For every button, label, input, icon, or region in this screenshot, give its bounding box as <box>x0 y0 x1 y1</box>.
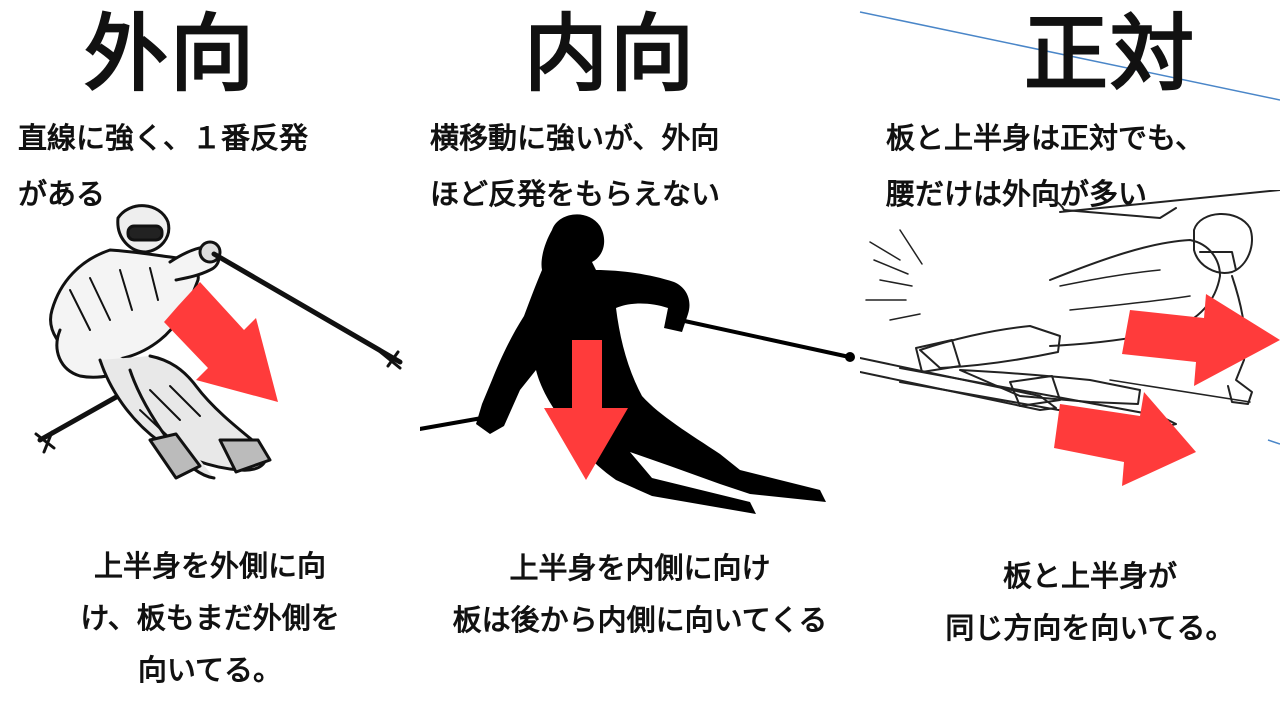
desc-gaikou: 直線に強く、１番反発 がある <box>18 110 418 222</box>
title-uchimuki: 内向 <box>523 5 696 103</box>
desc-seitai: 板と上半身は正対でも、 腰だけは外向が多い <box>886 110 1280 222</box>
skier-silhouette-illustration <box>420 214 855 514</box>
desc-uchimuki: 横移動に強いが、外向 ほど反発をもらえない <box>430 110 850 222</box>
title-gaikou: 外向 <box>83 5 256 103</box>
caption-line: 板と上半身が <box>1002 559 1177 593</box>
direction-arrow-icon <box>1122 294 1280 386</box>
column-gaikou: 外向 直線に強く、１番反発 がある <box>0 0 420 720</box>
caption-line: 上半身を外側に向 <box>93 549 326 583</box>
direction-arrow-icon <box>1054 392 1196 486</box>
direction-arrow-icon <box>544 340 628 480</box>
desc-line: がある <box>18 177 106 211</box>
direction-arrow-icon <box>164 282 278 402</box>
caption-seitai: 板と上半身が 同じ方向を向いてる。 <box>900 550 1280 654</box>
caption-gaikou: 上半身を外側に向 け、板もまだ外側を 向いてる。 <box>20 540 400 696</box>
column-seitai: 正対 板と上半身は正対でも、 腰だけは外向が多い <box>860 0 1280 720</box>
skier-sketch-illustration <box>34 204 403 480</box>
caption-line: 上半身を内側に向け <box>509 551 771 585</box>
column-uchimuki: 内向 横移動に強いが、外向 ほど反発をもらえない 上半身を内側に向け 板は後から… <box>420 0 860 720</box>
skier-lineart-illustration <box>860 190 1280 486</box>
desc-line: 腰だけは外向が多い <box>886 177 1148 211</box>
caption-line: 板は後から内側に向いてくる <box>452 603 828 637</box>
caption-line: 同じ方向を向いてる。 <box>945 611 1235 645</box>
desc-line: 直線に強く、１番反発 <box>18 121 309 155</box>
caption-uchimuki: 上半身を内側に向け 板は後から内側に向いてくる <box>400 542 880 646</box>
title-seitai: 正対 <box>1023 5 1196 103</box>
caption-line: 向いてる。 <box>137 653 283 687</box>
caption-line: け、板もまだ外側を <box>80 601 340 635</box>
desc-line: 横移動に強いが、外向 <box>430 121 720 155</box>
desc-line: ほど反発をもらえない <box>430 177 721 211</box>
desc-line: 板と上半身は正対でも、 <box>886 121 1205 155</box>
